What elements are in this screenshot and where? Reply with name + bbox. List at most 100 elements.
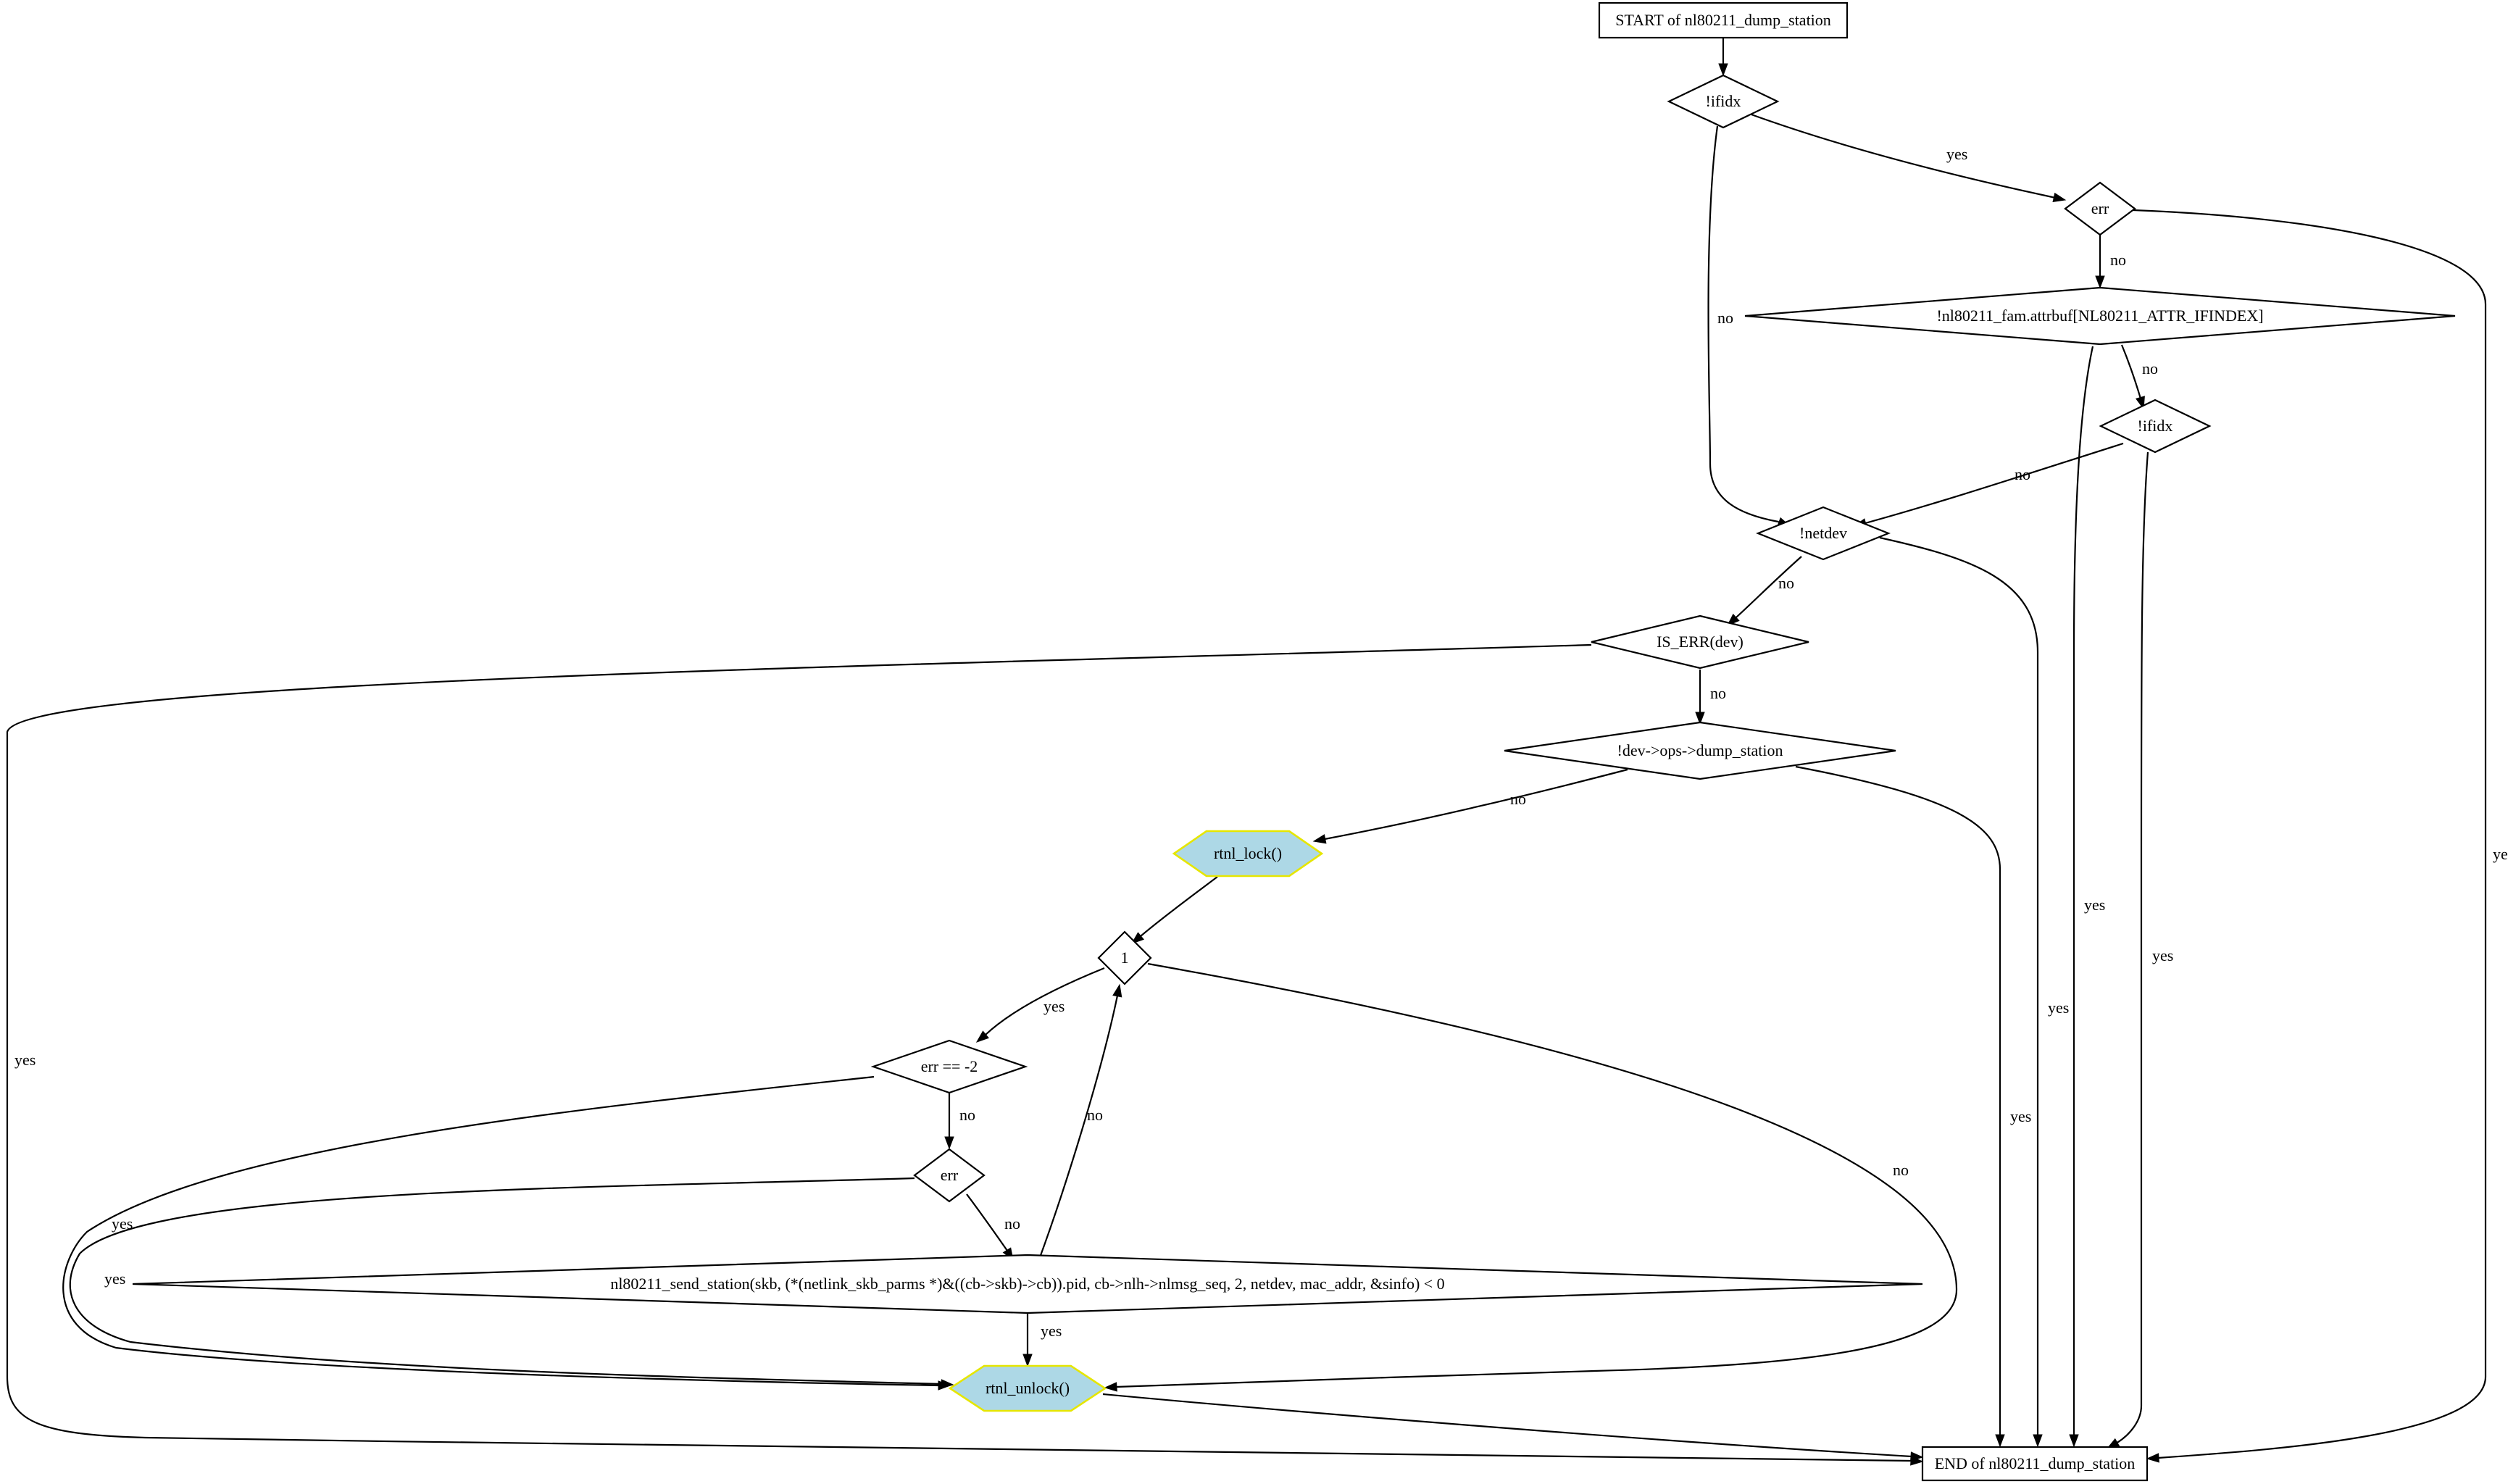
edge-label: yes (2010, 1107, 2031, 1125)
edge-line (1115, 962, 1958, 1388)
node-err1: err (2064, 181, 2136, 236)
edge-line (6, 643, 1912, 1462)
edge-label: yes (2493, 845, 2508, 863)
diamond-shape (913, 1148, 986, 1203)
edge-line (985, 967, 1105, 1035)
edge-err1-to-end: yes (2133, 209, 2508, 1463)
edge-line (1140, 876, 1218, 937)
edge-label: no (1087, 1106, 1103, 1124)
node-rtnl_unlock: rtnl_unlock() (948, 1364, 1107, 1412)
edge-line (1707, 125, 1779, 523)
box-shape (1921, 1446, 2149, 1482)
node-label: !netdev (1799, 524, 1847, 542)
edge-label: no (1778, 574, 1794, 592)
arrowhead (2033, 1434, 2043, 1448)
arrowhead (2069, 1434, 2079, 1448)
node-label: !nl80211_fam.attrbuf[NL80211_ATTR_IFINDE… (1936, 307, 2263, 325)
diamond-shape (1504, 721, 1896, 780)
edge-label: yes (1946, 145, 1967, 163)
hexagon-shape (948, 1364, 1107, 1412)
edge-label: no (2142, 359, 2158, 378)
edges-layer: yesnonoyesnoyesnoyesnoyesnoyesnoyesyesno… (6, 38, 2508, 1466)
edge-one-to-rtnl_unlock: no (1104, 962, 1958, 1392)
arrowhead (1995, 1434, 2005, 1448)
edge-label: no (2110, 251, 2126, 269)
diamond-shape (2099, 399, 2212, 454)
edge-line (1736, 556, 1802, 618)
edge-line (1795, 765, 2001, 1435)
edge-label: yes (1043, 997, 1065, 1015)
edge-netdev-to-end: yes (1879, 536, 2069, 1448)
diamond-shape (1756, 506, 1891, 561)
edge-line (1038, 995, 1119, 1260)
arrowhead (2095, 275, 2105, 289)
arrowhead (1312, 834, 1327, 844)
diamond-shape (2064, 181, 2136, 236)
edge-line (966, 1193, 1008, 1251)
node-errm2: err == -2 (870, 1039, 1028, 1094)
node-label: rtnl_lock() (1214, 844, 1282, 862)
diamond-shape (1744, 286, 2456, 346)
edge-line (1324, 768, 1628, 841)
edge-label: no (1004, 1214, 1020, 1233)
arrowhead (1695, 712, 1705, 725)
arrowhead (1130, 932, 1144, 944)
arrowhead (2146, 1453, 2159, 1463)
diamond-shape (1591, 614, 1809, 670)
edge-attrbuf-to-end: yes (2069, 346, 2105, 1448)
arrowhead (975, 1030, 989, 1043)
arrowhead (944, 1136, 954, 1150)
edge-line (2072, 346, 2094, 1435)
edge-ifidx2-to-end: yes (2106, 451, 2173, 1449)
arrowhead (941, 1379, 954, 1389)
edge-line (62, 1075, 940, 1387)
arrowhead (1910, 1451, 1924, 1462)
diamond-shape (1667, 74, 1780, 129)
edge-dumpst-to-end: yes (1795, 765, 2031, 1448)
node-label: !dev->ops->dump_station (1617, 741, 1783, 759)
edge-line (2133, 209, 2487, 1459)
edge-line (69, 1177, 943, 1385)
edge-line (1879, 536, 2039, 1435)
arrowhead (2052, 192, 2067, 202)
edge-label: no (959, 1106, 975, 1124)
edge-one-to-errm2: yes (975, 967, 1105, 1043)
edge-label: no (1893, 1161, 1909, 1179)
node-rtnl_lock: rtnl_lock() (1172, 830, 1324, 878)
node-label: START of nl80211_dump_station (1615, 11, 1831, 29)
node-ifidx1: !ifidx (1667, 74, 1780, 129)
edge-line (1102, 1393, 1912, 1458)
node-one: 1 (1097, 930, 1152, 985)
node-attrbuf: !nl80211_fam.attrbuf[NL80211_ATTR_IFINDE… (1744, 286, 2456, 346)
edge-label: yes (1041, 1322, 1062, 1340)
hexagon-shape (1172, 830, 1324, 878)
diamond-shape (132, 1254, 1923, 1314)
edge-errm2-to-err2: no (944, 1093, 975, 1150)
edge-label: yes (104, 1270, 125, 1288)
node-label: !ifidx (2138, 417, 2173, 435)
edge-line (2115, 451, 2149, 1444)
edge-rtnl_lock-to-one (1130, 876, 1218, 944)
edge-line (2120, 344, 2142, 399)
edge-err2-to-send: no (966, 1193, 1020, 1262)
node-label: err == -2 (921, 1057, 978, 1075)
edge-dumpst-to-rtnl_lock: no (1312, 768, 1628, 844)
edge-iserr-to-dumpst: no (1695, 670, 1726, 725)
node-dumpst: !dev->ops->dump_station (1504, 721, 1896, 780)
edge-errm2-to-rtnl_unlock: yes (62, 1075, 951, 1391)
nodes-layer: START of nl80211_dump_station !ifidx err !n… (132, 1, 2456, 1482)
node-netdev: !netdev (1756, 506, 1891, 561)
arrowhead (1112, 983, 1122, 998)
edge-label: no (1510, 790, 1526, 808)
node-err2: err (913, 1148, 986, 1203)
edge-ifidx1-to-err1: yes (1749, 112, 2067, 202)
node-label: nl80211_send_station(skb, (*(netlink_skb… (610, 1275, 1444, 1293)
edge-rtnl_unlock-to-end (1102, 1393, 1924, 1462)
edge-line (1865, 442, 2124, 525)
node-label: IS_ERR(dev) (1657, 633, 1743, 651)
node-label: rtnl_unlock() (986, 1379, 1070, 1397)
node-iserr: IS_ERR(dev) (1591, 614, 1809, 670)
edge-err2-to-rtnl_unlock: yes (69, 1177, 954, 1389)
edge-err1-to-attrbuf: no (2095, 235, 2126, 289)
